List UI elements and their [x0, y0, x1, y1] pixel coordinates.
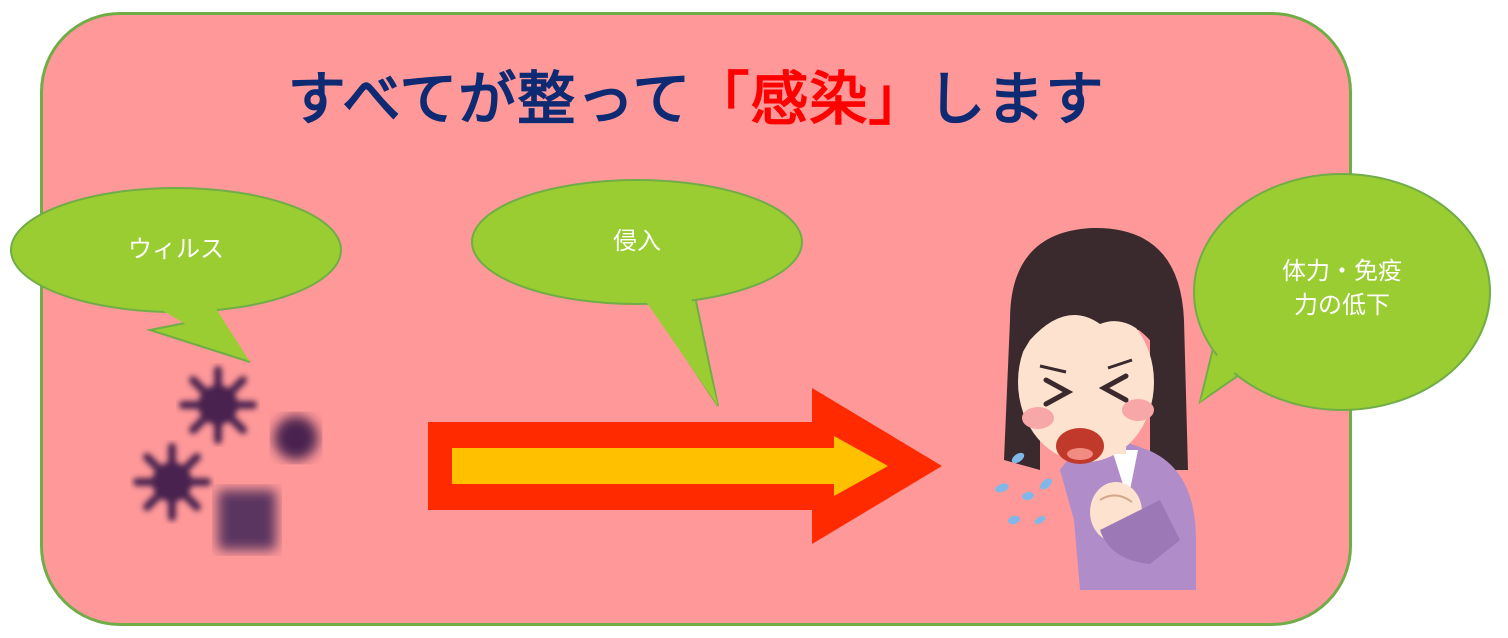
- virus-particle-3: [274, 416, 318, 460]
- page-title: すべてが整って「感染」します: [0, 52, 1392, 136]
- bubble-label-invasion: 侵入: [613, 227, 661, 255]
- speech-bubble-virus: [10, 187, 342, 363]
- virus-cluster-icon: [133, 366, 318, 550]
- bubble-label-immunity-line2: 力の低下: [1294, 291, 1390, 319]
- right-arrow-icon: [428, 388, 942, 544]
- title-accent: 「感染」: [691, 65, 928, 133]
- coughing-woman-illustration: [995, 227, 1196, 590]
- virus-particle-2: [133, 443, 211, 521]
- bubble-label-immunity: 体力・免疫 力の低下: [1262, 254, 1422, 322]
- virus-particle-4: [218, 490, 276, 550]
- bubble-label-virus: ウィルス: [128, 235, 224, 263]
- title-text-after: します: [927, 65, 1105, 133]
- bubble-label-immunity-line1: 体力・免疫: [1282, 257, 1402, 285]
- virus-particle-1: [179, 366, 257, 444]
- speech-bubble-invasion: [471, 179, 803, 407]
- title-text-before: すべてが整って: [287, 65, 692, 133]
- speech-bubble-immunity: [1193, 173, 1491, 411]
